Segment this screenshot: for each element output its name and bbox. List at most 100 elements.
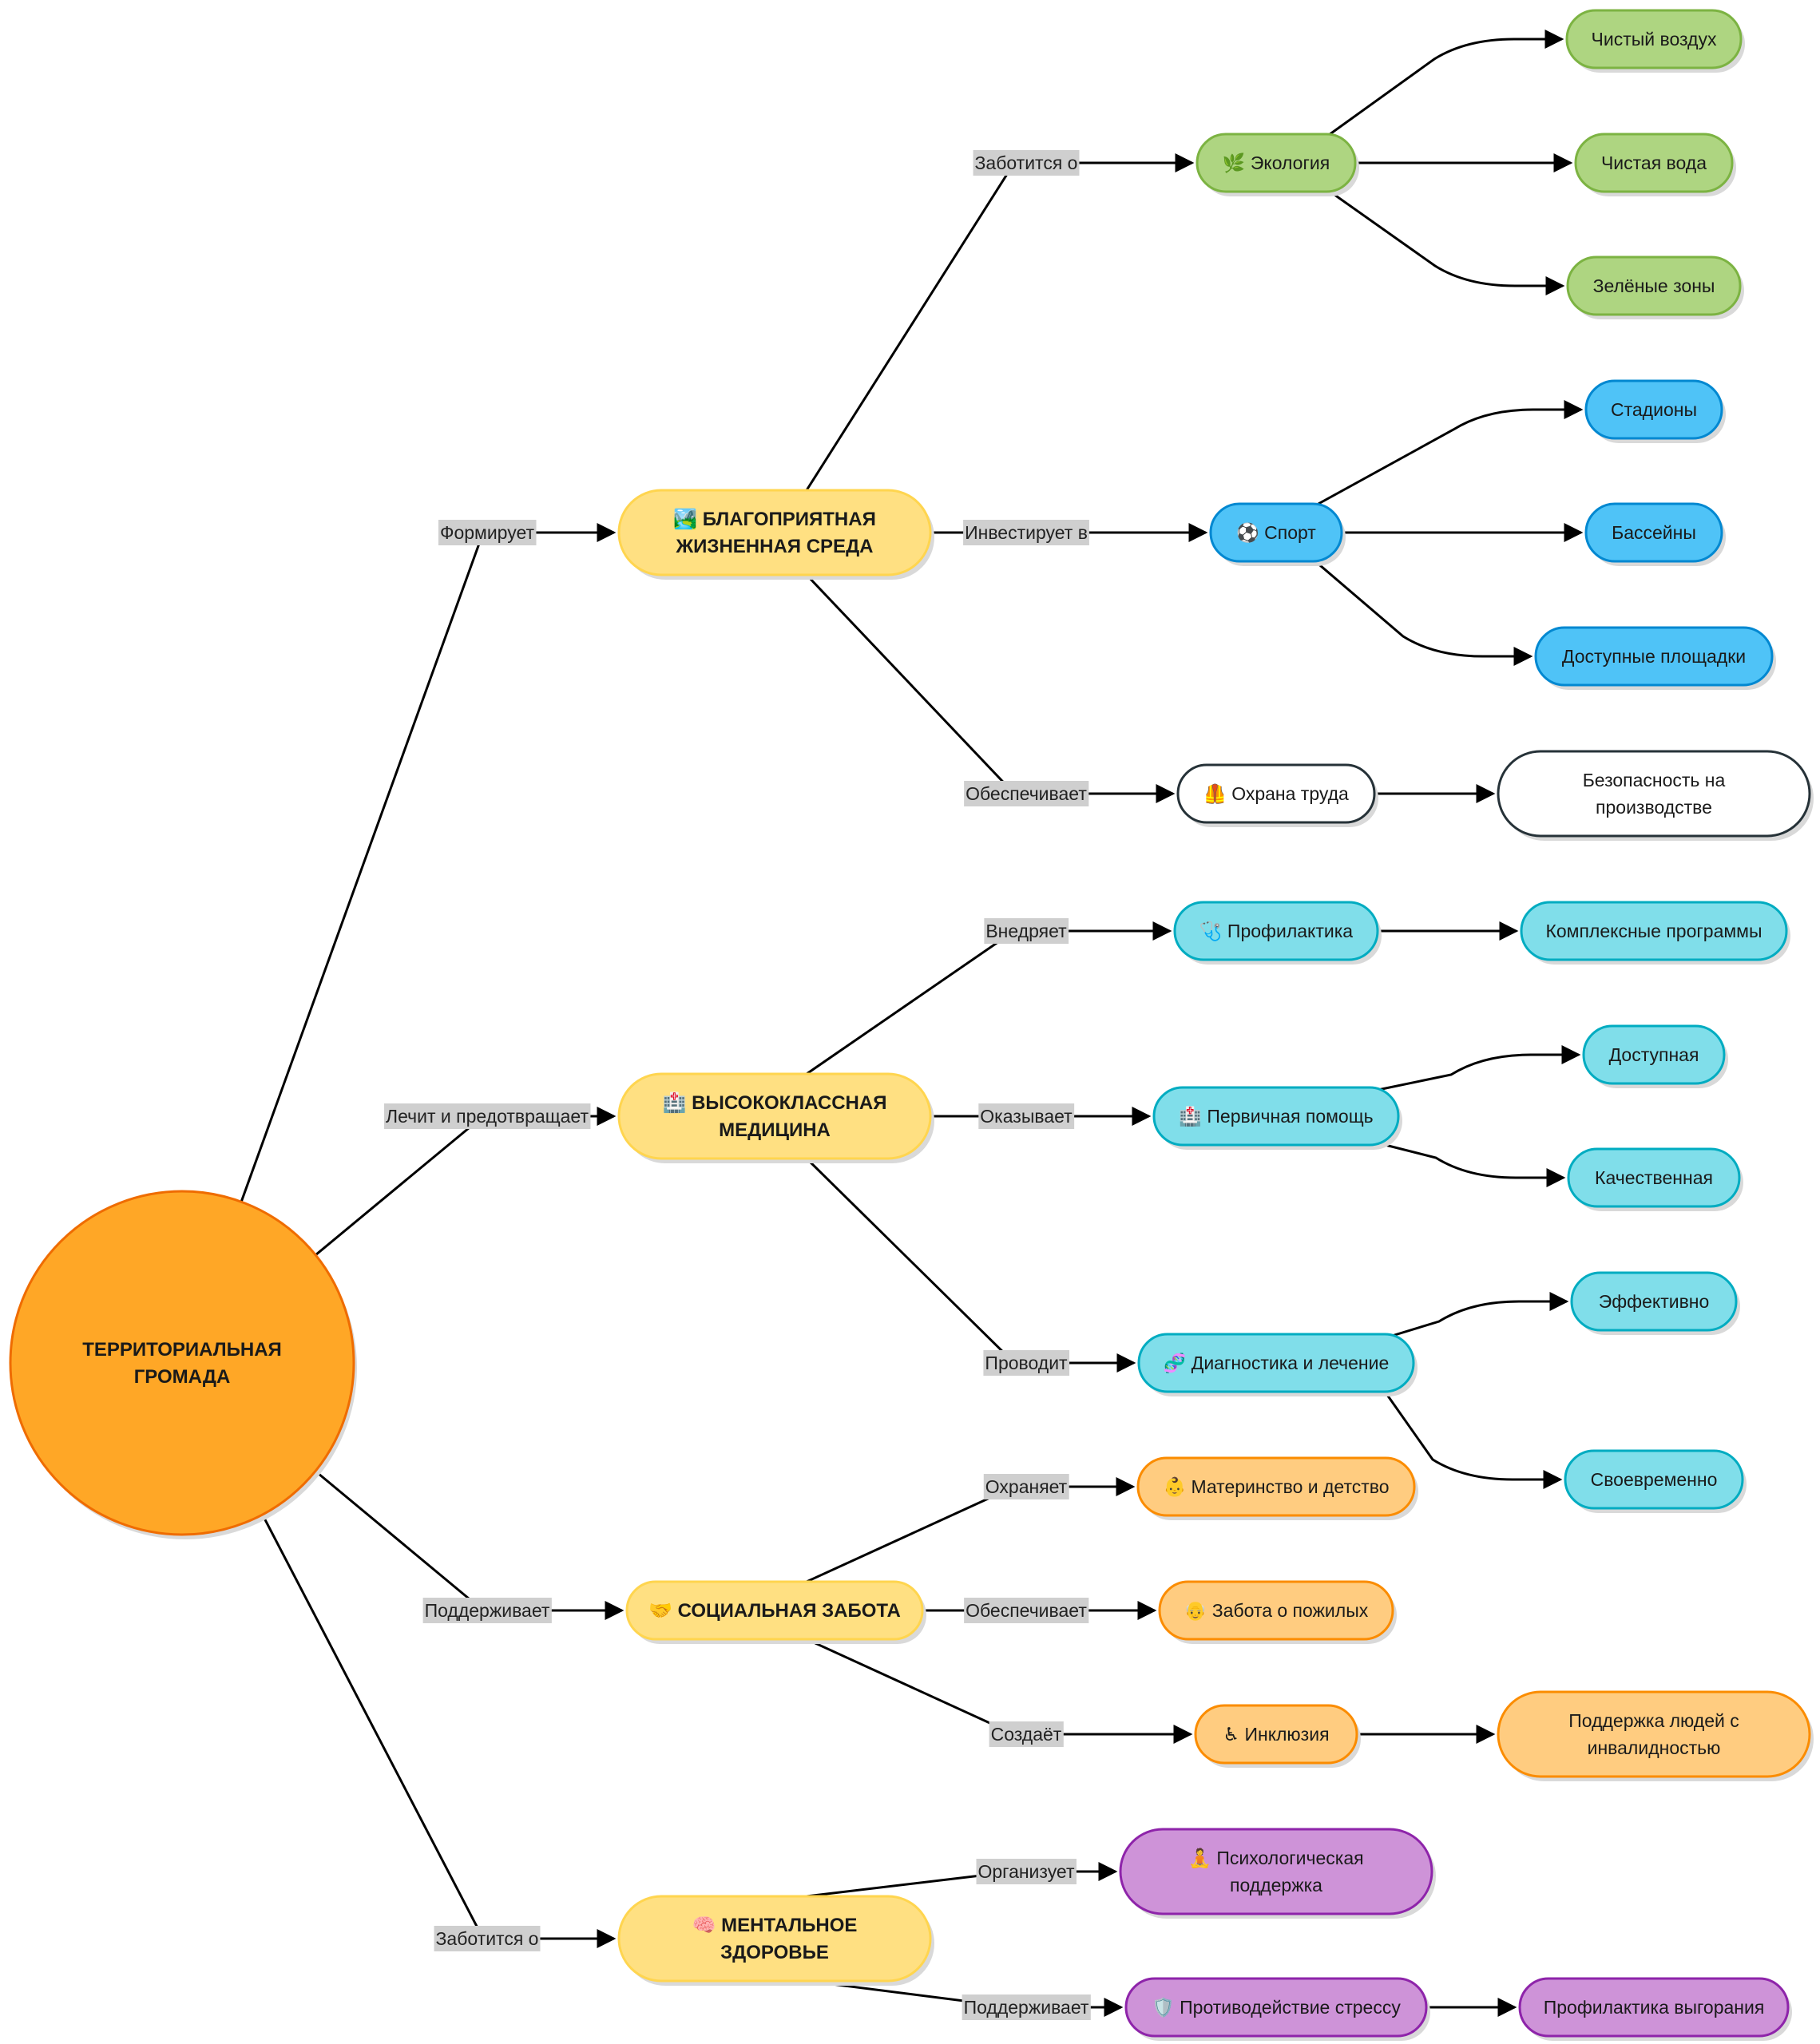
node-mat[interactable]: 👶 Материнство и детство (1136, 1456, 1418, 1520)
edge-label-text: Проводит (985, 1353, 1068, 1373)
dna-node-label: 🧬 Диагностика и лечение (1164, 1352, 1390, 1374)
edge-label-text: Инвестирует в (965, 522, 1088, 543)
edge-label-med-prev: Внедряет (984, 918, 1069, 944)
handshake-node-label: 🤝 СОЦИАЛЬНАЯ ЗАБОТА (648, 1600, 901, 1622)
map-node-label: 🏞️ БЛАГОПРИЯТНАЯ (673, 508, 876, 530)
edge-med-prev (806, 921, 1172, 1075)
node-shape (1137, 1333, 1415, 1393)
node-labor[interactable]: 🦺 Охрана труда (1176, 763, 1378, 827)
node-sport[interactable]: ⚽ Спорт (1209, 502, 1346, 566)
node-air[interactable]: Чистый воздух (1565, 9, 1745, 73)
baby-node-label: 👶 Материнство и детство (1163, 1476, 1389, 1498)
node-env[interactable]: 🏞️ БЛАГОПРИЯТНАЯ ЖИЗНЕННАЯ СРЕДА (617, 489, 934, 580)
node-shape (1582, 1024, 1726, 1085)
edge-root-med (315, 1107, 617, 1256)
node-burn[interactable]: Профилактика выгорания (1518, 1977, 1792, 2041)
node-eff[interactable]: Эффективно (1570, 1271, 1740, 1335)
edge-label-background (384, 1103, 591, 1129)
node-label: ЖИЗНЕННАЯ СРЕДА (675, 536, 873, 557)
node-shape (1566, 256, 1742, 316)
node-med[interactable]: 🏥 ВЫСОКОКЛАССНАЯ МЕДИЦИНА (617, 1072, 934, 1163)
node-acc[interactable]: Доступная (1582, 1024, 1728, 1088)
edge-label-env-labor: Обеспечивает (964, 781, 1089, 806)
node-shape (617, 489, 932, 576)
node-shape (1158, 1580, 1394, 1641)
edge-label-text: Обеспечивает (966, 783, 1087, 804)
node-stress[interactable]: 🛡️ Противодействие стрессу (1124, 1977, 1430, 2041)
edge-label-text: Поддерживает (425, 1600, 550, 1621)
edge-label-text: Обеспечивает (966, 1600, 1087, 1621)
node-prim[interactable]: 🏥 Первичная помощь (1152, 1086, 1402, 1150)
node-label: МЕДИЦИНА (719, 1119, 831, 1141)
node-label: Стадионы (1611, 399, 1697, 420)
node-eld[interactable]: 👴 Забота о пожилых (1158, 1580, 1397, 1644)
node-soc[interactable]: 🤝 СОЦИАЛЬНАЯ ЗАБОТА (625, 1580, 926, 1644)
edge-label-background (983, 1350, 1070, 1376)
edge-label-text: Лечит и предотвращает (386, 1106, 589, 1127)
node-shape (1584, 379, 1723, 440)
node-label: Доступные площадки (1562, 646, 1746, 667)
node-water[interactable]: Чистая вода (1574, 133, 1736, 196)
edge-env-eco (805, 153, 1195, 491)
node-shape (1565, 9, 1743, 69)
edge-soc-mat (806, 1477, 1136, 1583)
node-shape (9, 1190, 355, 1536)
node-prev[interactable]: 🩺 Профилактика (1173, 901, 1382, 965)
edge-label-text: Заботится о (436, 1928, 539, 1949)
wheelchair-node-label: ♿ Инклюзия (1223, 1724, 1329, 1745)
edge-label-background (978, 1103, 1075, 1129)
node-greenz[interactable]: Зелёные зоны (1566, 256, 1744, 319)
edge-label-background (438, 520, 537, 545)
node-compl[interactable]: Комплексные программы (1520, 901, 1790, 965)
edge-label-background (989, 1721, 1064, 1747)
node-shape (1564, 1449, 1744, 1510)
node-qual[interactable]: Качественная (1567, 1147, 1743, 1211)
edge-prim-qual (1366, 1139, 1566, 1187)
edge-label-background (962, 1994, 1091, 2020)
node-label: Своевременно (1591, 1469, 1718, 1490)
edge-sport-play (1309, 555, 1533, 666)
node-shape (1119, 1828, 1433, 1915)
shield-node-label: 🛡️ Противодействие стрессу (1152, 1997, 1401, 2018)
node-shape (1194, 1704, 1358, 1765)
edge-label-background (964, 781, 1089, 806)
node-shape (1136, 1456, 1416, 1517)
node-incl[interactable]: ♿ Инклюзия (1194, 1704, 1361, 1768)
edge-label-background (422, 1598, 552, 1623)
edge-label-root-env: Формирует (438, 520, 537, 545)
edge-label-background (434, 1926, 541, 1951)
brain-node-label: 🧠 МЕНТАЛЬНОЕ (692, 1915, 858, 1936)
node-shape (1497, 750, 1811, 838)
node-eco[interactable]: 🌿 Экология (1195, 133, 1359, 196)
node-time[interactable]: Своевременно (1564, 1449, 1747, 1513)
edge-label-text: Оказывает (980, 1106, 1073, 1127)
node-shape (617, 1895, 932, 1983)
edge-label-med-prim: Оказывает (978, 1103, 1075, 1129)
node-shape (1497, 1690, 1811, 1778)
node-shape (1534, 626, 1774, 687)
node-shape (1124, 1977, 1428, 2038)
node-shape (1584, 502, 1723, 563)
node-label: поддержка (1230, 1875, 1322, 1895)
edge-diag-time (1380, 1386, 1563, 1489)
node-label: инвалидностью (1588, 1737, 1721, 1758)
edge-sport-stad (1309, 400, 1584, 510)
node-pool[interactable]: Бассейны (1584, 502, 1726, 566)
edge-label-root-ment: Заботится о (434, 1926, 541, 1951)
edge-label-text: Поддерживает (964, 1997, 1089, 2018)
node-diag[interactable]: 🧬 Диагностика и лечение (1137, 1333, 1418, 1396)
edges-layer (240, 30, 1584, 2017)
edge-label-soc-eld: Обеспечивает (964, 1598, 1089, 1623)
node-play[interactable]: Доступные площадки (1534, 626, 1776, 690)
edge-label-text: Охраняет (985, 1476, 1068, 1497)
edge-root-ment (261, 1514, 617, 1948)
hospital-node-label: 🏥 ВЫСОКОКЛАССНАЯ (663, 1091, 887, 1114)
node-stad[interactable]: Стадионы (1584, 379, 1726, 443)
